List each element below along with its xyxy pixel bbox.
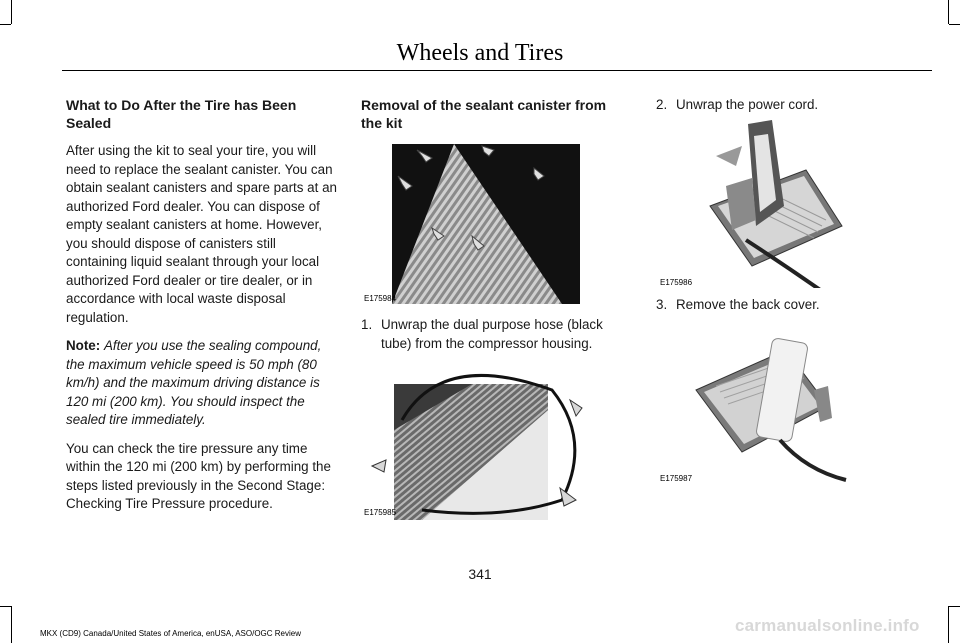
crop-mark-top-right-h (949, 24, 960, 25)
figure-sealant-canister-1: E175984 (362, 140, 584, 306)
note: Note: After you use the sealing compound… (66, 337, 338, 430)
paragraph-replace-canister: After using the kit to seal your tire, y… (66, 143, 337, 325)
step-text: Remove the back cover. (676, 297, 820, 312)
step-text: Unwrap the power cord. (676, 97, 819, 112)
step-number: 1. (361, 317, 373, 332)
figure-sealant-canister-2: E175985 (362, 360, 584, 520)
crop-mark-bottom-left-h (0, 606, 11, 607)
figure-power-cord: E175986 (656, 116, 856, 288)
figure-illustration (709, 120, 843, 288)
section-heading: What to Do After the Tire has Been Seale… (66, 97, 297, 131)
middle-column: Removal of the sealant canister from the… (361, 96, 629, 142)
step-3: 3. Remove the back cover. (656, 296, 926, 315)
page-number: 341 (468, 566, 492, 582)
crop-mark-bottom-right-v (948, 606, 949, 643)
footer-text: MKX (CD9) Canada/United States of Americ… (40, 629, 301, 638)
left-column: What to Do After the Tire has Been Seale… (66, 96, 338, 524)
step-number: 3. (656, 297, 668, 312)
step-2: 2. Unwrap the power cord. (656, 96, 926, 115)
crop-mark-top-right-v (948, 0, 949, 24)
crop-mark-bottom-right-h (949, 606, 960, 607)
note-label: Note: (66, 338, 101, 353)
crop-mark-top-left-v (11, 0, 12, 24)
figure-illustration (370, 373, 583, 520)
figure-code: E175985 (364, 508, 397, 517)
crop-mark-top-left-h (0, 24, 11, 25)
figure-illustration (392, 144, 580, 304)
step-1: 1. Unwrap the dual purpose hose (black tu… (361, 316, 629, 353)
figure-code: E175987 (660, 474, 693, 483)
subsection-heading: Removal of the sealant canister from the… (361, 97, 607, 131)
figure-code: E175984 (364, 294, 397, 303)
watermark: carmanualsonline.info (735, 616, 920, 635)
note-text: After you use the sealing compound, the … (66, 338, 322, 427)
crop-mark-bottom-left-v (11, 606, 12, 643)
figure-illustration (695, 338, 847, 482)
paragraph-check-pressure: You can check the tire pressure any time… (66, 440, 331, 512)
figure-code: E175986 (660, 278, 693, 287)
step-text: Unwrap the dual purpose hose (black tube… (381, 317, 603, 351)
step-number: 2. (656, 97, 668, 112)
figure-back-cover: E175987 (656, 320, 856, 490)
header-rule (62, 70, 932, 71)
page-title: Wheels and Tires (396, 40, 564, 66)
